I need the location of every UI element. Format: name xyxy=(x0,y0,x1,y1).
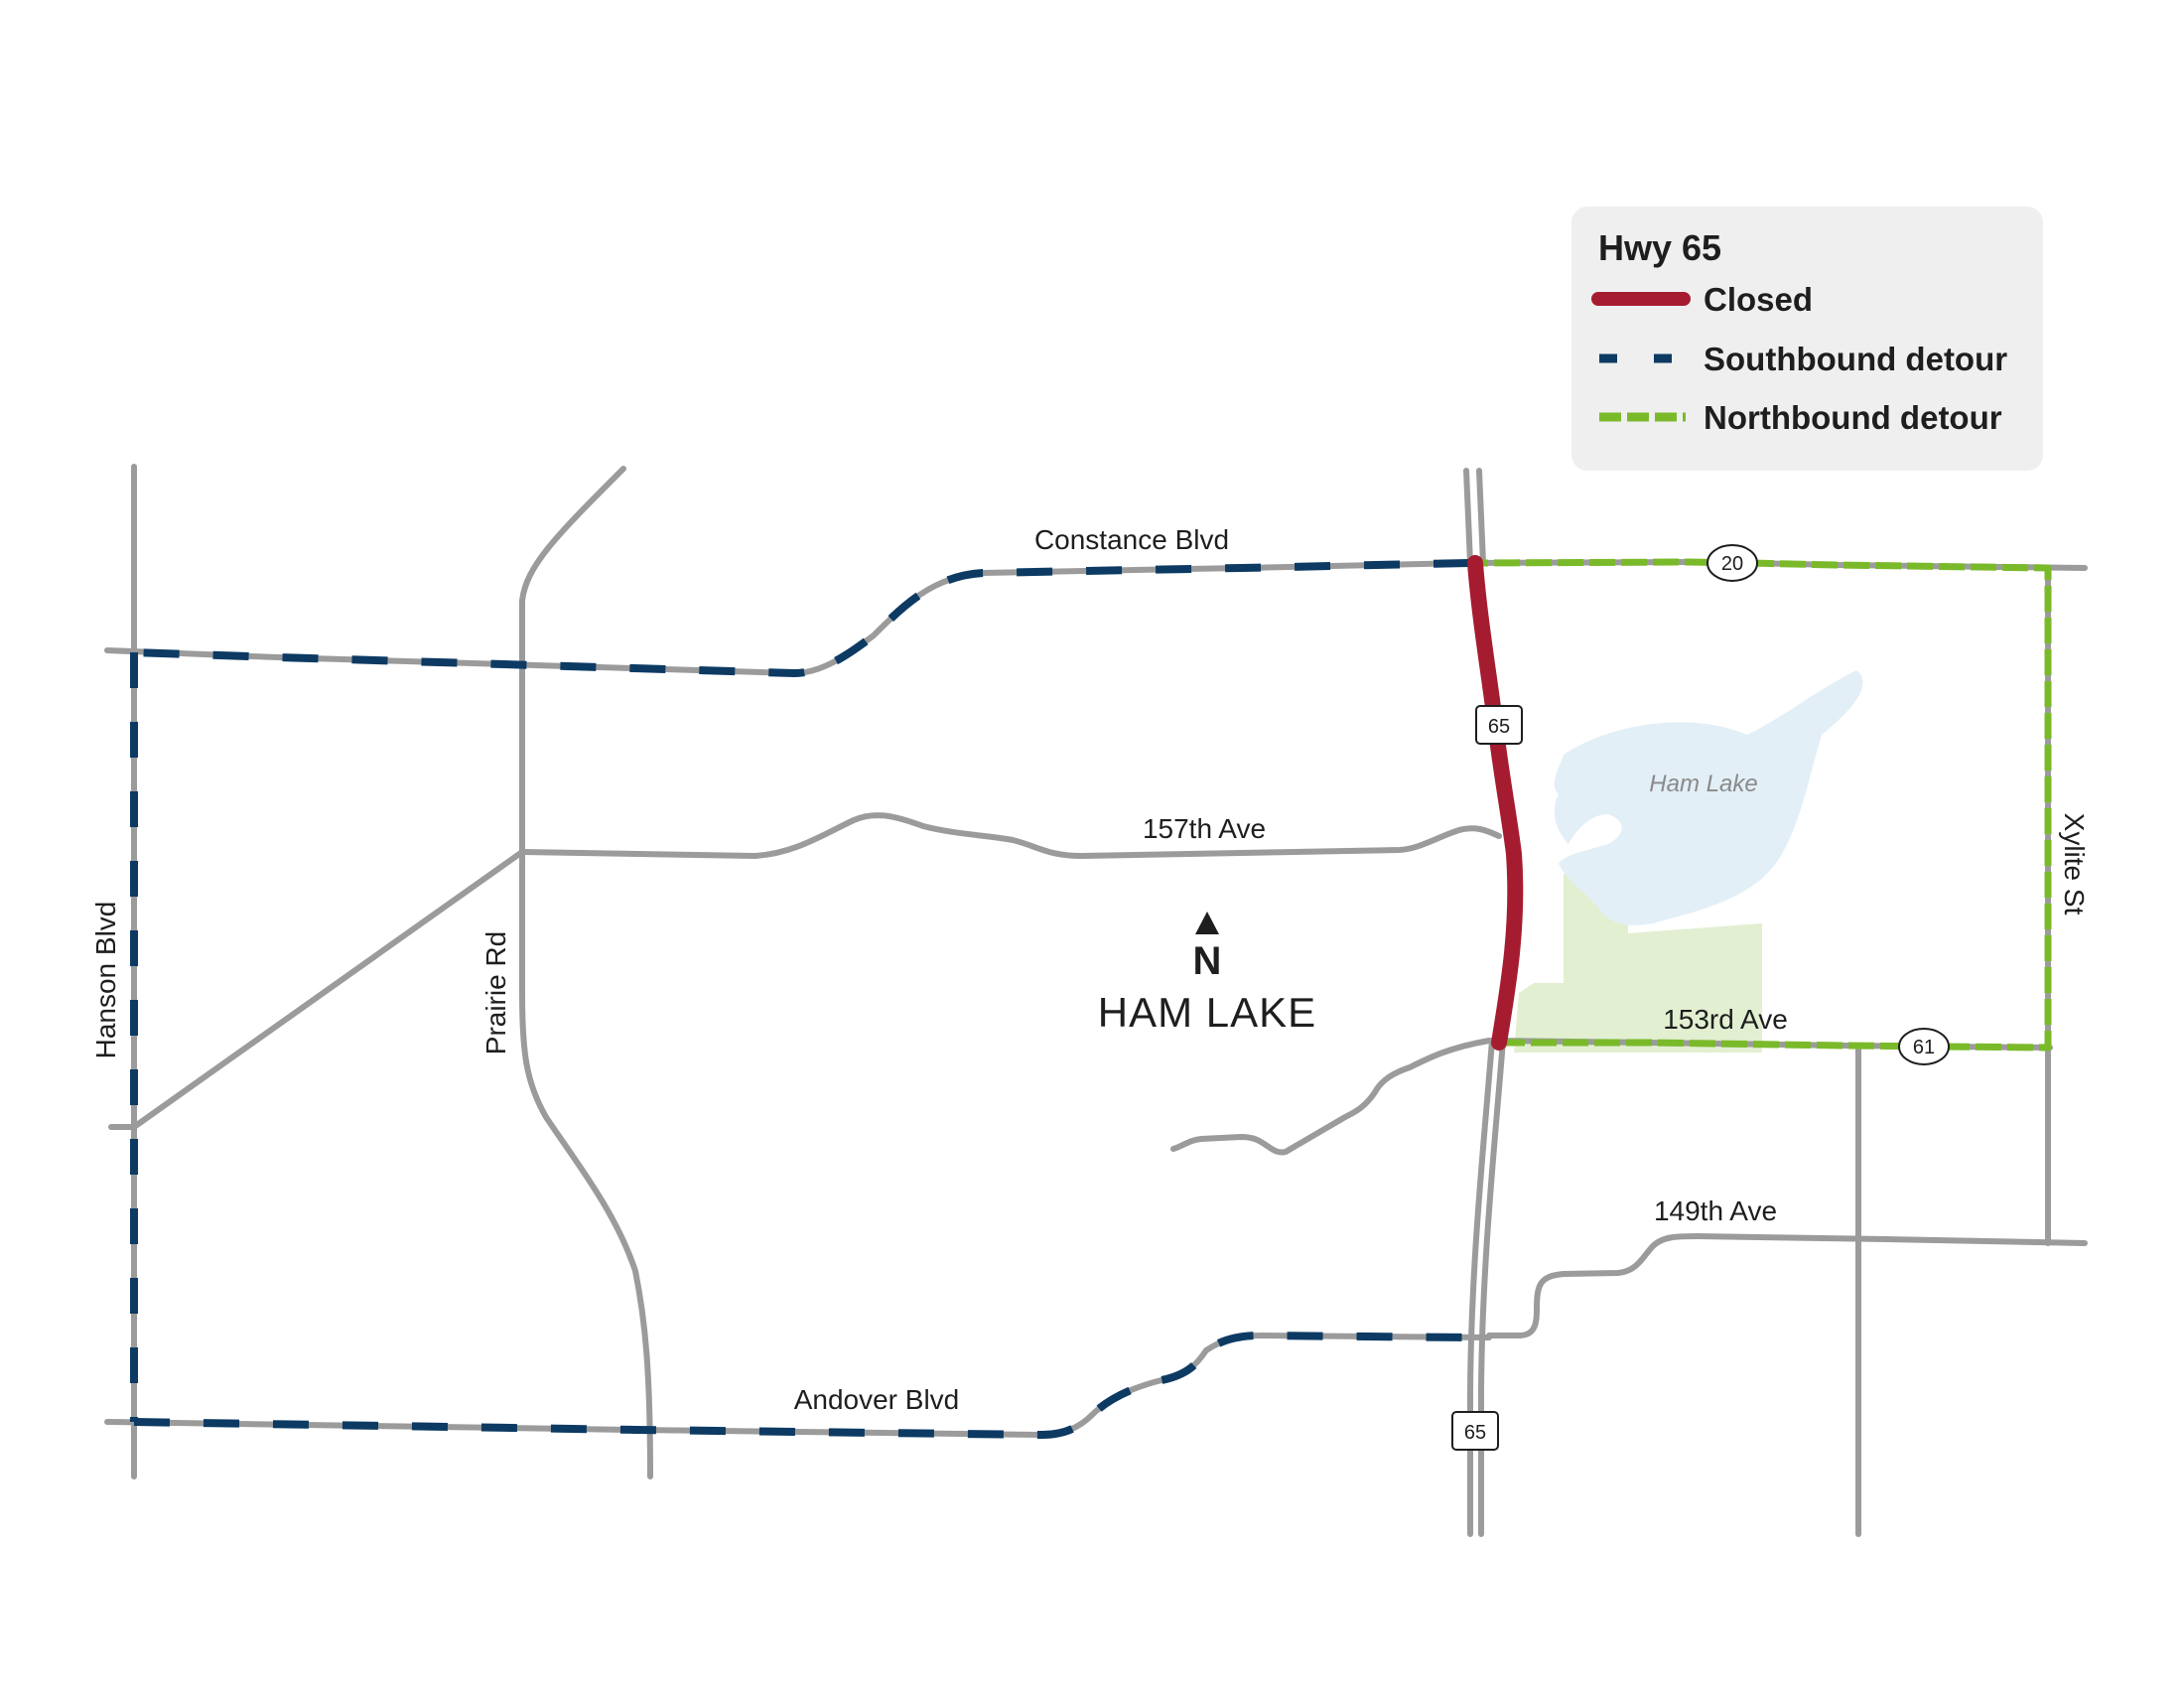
legend-background xyxy=(1571,207,2043,471)
road-label-hanson-blvd: Hanson Blvd xyxy=(90,902,121,1059)
road-label-153rd-ave: 153rd Ave xyxy=(1663,1004,1788,1035)
svg-text:20: 20 xyxy=(1721,553,1743,575)
road-label-prairie-rd: Prairie Rd xyxy=(480,931,511,1055)
ave-153-west xyxy=(1170,1038,1492,1156)
diagonal-road xyxy=(131,849,525,1130)
hwy-65-shield-south: 65 xyxy=(1451,1411,1499,1451)
southbound-detour-andover xyxy=(133,1332,1470,1439)
county-road-20-shield: 20 xyxy=(1706,544,1758,582)
southbound-detour-constance xyxy=(133,559,1470,677)
southbound-detour xyxy=(130,559,1470,1439)
county-road-61-shield: 61 xyxy=(1898,1028,1950,1065)
hwy-65-south-west xyxy=(1467,1038,1495,1537)
north-arrow-icon: N xyxy=(1193,912,1222,983)
ave-149 xyxy=(1486,1233,2088,1338)
road-label-149th-ave: 149th Ave xyxy=(1654,1196,1777,1226)
legend-northbound-label: Northbound detour xyxy=(1704,399,2002,436)
hwy-65-north-east xyxy=(1476,468,1486,566)
hwy-65-closed-segment xyxy=(1467,555,1524,1051)
legend-southbound-label: Southbound detour xyxy=(1704,341,2007,377)
hwy-65-north-west xyxy=(1463,468,1473,566)
legend: Hwy 65 Closed Southbound detour Northbou… xyxy=(1571,207,2043,471)
svg-text:N: N xyxy=(1193,939,1222,983)
prairie-rd xyxy=(519,841,653,1479)
lake-label: Ham Lake xyxy=(1649,771,1757,797)
constance-blvd xyxy=(104,559,2088,676)
ham-lake-water xyxy=(1554,670,1863,925)
city-label: HAM LAKE xyxy=(1098,989,1316,1036)
ave-157 xyxy=(519,812,1502,859)
svg-text:65: 65 xyxy=(1464,1422,1486,1444)
road-label-157th-ave: 157th Ave xyxy=(1143,813,1266,844)
svg-text:65: 65 xyxy=(1488,716,1510,738)
hwy-65-shield-north: 65 xyxy=(1475,705,1523,745)
road-label-andover-blvd: Andover Blvd xyxy=(794,1384,960,1415)
road-network xyxy=(104,464,2088,1537)
hwy-65-south-east xyxy=(1478,1038,1506,1537)
prairie-rd-north xyxy=(519,466,626,847)
road-label-constance-blvd: Constance Blvd xyxy=(1034,524,1229,555)
svg-text:61: 61 xyxy=(1913,1037,1935,1058)
legend-closed-label: Closed xyxy=(1704,281,1813,318)
legend-title: Hwy 65 xyxy=(1598,227,1721,268)
park-area xyxy=(1514,874,1762,1053)
road-label-xylite-st: Xylite St xyxy=(2059,813,2090,915)
